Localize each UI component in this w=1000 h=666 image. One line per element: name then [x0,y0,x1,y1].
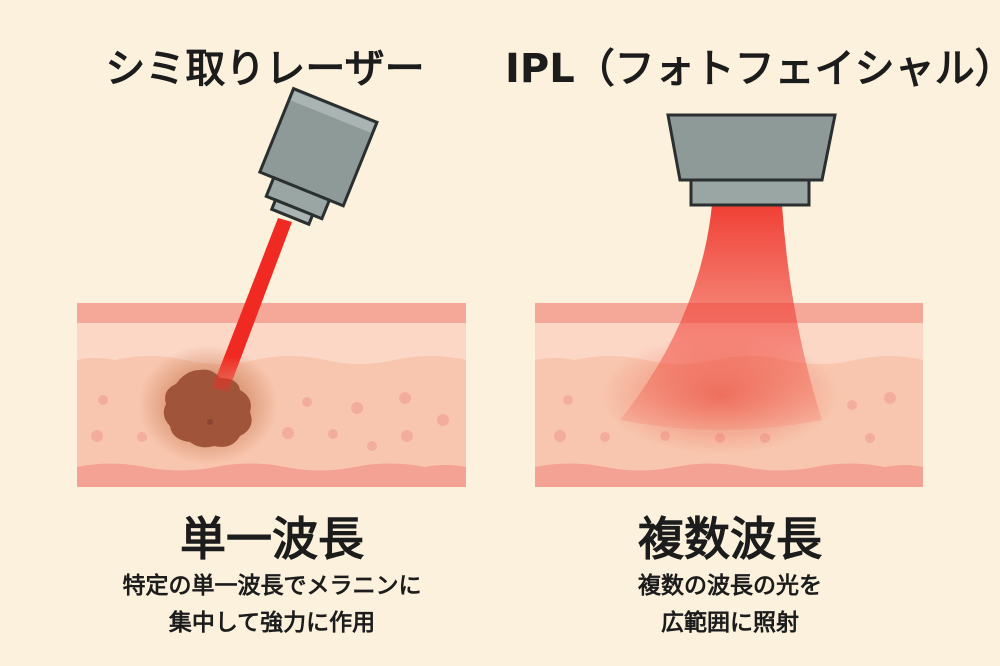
laser-device [257,86,379,227]
laser-wavelength-label: 単一波長 [180,512,364,566]
ipl-wavelength-label: 複数波長 [638,512,822,566]
laser-title: シミ取りレーザー [105,46,425,92]
melanin-spot [163,369,252,448]
ipl-description-line1: 複数の波長の光を [638,573,822,599]
ipl-light-cone [620,205,822,430]
laser-description-line2: 集中して強力に作用 [168,610,376,636]
ipl-title: IPL（フォトフェイシャル） [505,46,1000,92]
laser-beam [212,218,292,392]
ipl-device [666,113,837,207]
ipl-description-line2: 広範囲に照射 [661,610,799,636]
skin-cross-section-left [77,303,466,487]
laser-description-line1: 特定の単一波長でメラニンに [122,573,422,599]
